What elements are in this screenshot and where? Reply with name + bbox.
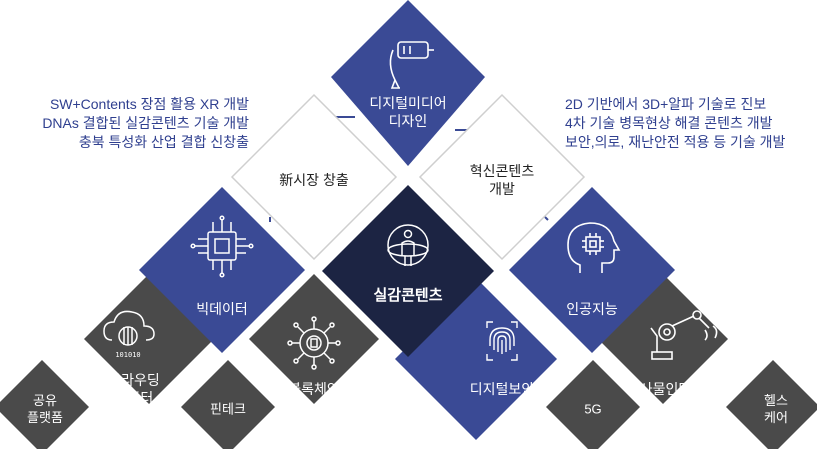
new-market-diamond[interactable] [230,93,398,261]
new-market-label: 新시장 창출 [279,172,349,188]
fintech-label: 핀테크 [210,401,246,417]
left-description-line: SW+Contents 장점 활용 XR 개발 [49,96,249,112]
iot-label: 사물인터넷 [639,381,705,397]
shared-platform-label: 공유 플랫폼 [27,393,63,425]
blockchain-label: 블록체인 [288,381,340,397]
cloud-label: 클라우딩 컴퓨터 [108,372,160,406]
ai-label: 인공지능 [566,301,618,317]
5g-diamond[interactable] [546,360,640,449]
digital-media-diamond[interactable] [331,0,485,166]
fingerprint-icon [486,321,518,361]
innovative-content-label: 혁신콘텐츠 개발 [469,163,535,197]
cloud-data-icon: 101010 [103,310,155,359]
ai-diamond[interactable] [509,187,675,353]
robot-arm-icon [650,310,718,360]
left-description-line: 충북 특성화 산업 결합 신창출 [78,134,249,150]
person-globe-icon [387,224,429,266]
health-care-diamond[interactable] [726,360,817,449]
connector-line [544,216,549,221]
fintech-diamond[interactable] [181,360,275,449]
big-data-label: 빅데이터 [196,301,248,317]
realistic-content-label: 실감콘텐츠 [373,287,443,304]
vr-headset-icon [389,41,434,89]
right-description: 2D 기반에서 3D+알파 기술로 진보 4차 기술 병목현상 해결 콘텐츠 개… [565,95,785,152]
left-description-line: DNAs 결합된 실감콘텐츠 기술 개발 [42,115,249,131]
health-care-label: 헬스 케어 [764,393,788,425]
shared-platform-diamond[interactable] [0,360,89,449]
innovative-content-diamond[interactable] [418,93,586,261]
realistic-content-diamond[interactable] [322,185,494,357]
right-description-line: 보안,의로, 재난안전 적용 등 기술 개발 [565,134,786,150]
right-description-line: 2D 기반에서 3D+알파 기술로 진보 [565,96,767,112]
blockchain-gear-icon [287,316,341,370]
left-description: SW+Contents 장점 활용 XR 개발 DNAs 결합된 실감콘텐츠 기… [42,95,249,152]
chip-icon [190,215,254,278]
digital-media-label: 디지털미디어 디자인 [369,95,447,129]
brain-chip-icon [567,222,621,273]
digital-security-label: 디지털보안 [469,381,535,397]
right-description-line: 4차 기술 병목현상 해결 콘텐츠 개발 [565,115,773,131]
svg-text:101010: 101010 [115,351,140,359]
5g-label: 5G [584,401,602,417]
